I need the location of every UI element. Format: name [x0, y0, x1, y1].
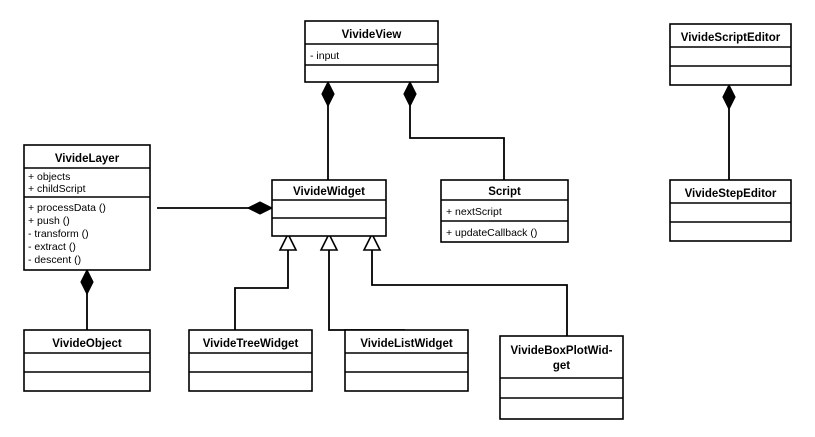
class-box-vividewidget[interactable]: VivideWidget — [271, 179, 387, 237]
class-box-outline — [188, 329, 313, 392]
class-box-outline — [271, 179, 387, 237]
class-box-vividelayer[interactable]: VivideLayer + objects + childScript + pr… — [23, 144, 151, 271]
relationship-view-to-widget — [321, 80, 335, 180]
relationship-listwidget-to-widget — [319, 232, 405, 334]
class-box-script[interactable]: Script + nextScript + updateCallback () — [440, 179, 569, 243]
class-name-label: Script — [488, 186, 521, 198]
relationship-scripteditor-to-stepeditor — [722, 83, 736, 180]
class-name-label: VivideListWidget — [360, 338, 453, 350]
class-box-vivideobject[interactable]: VivideObject — [23, 329, 151, 392]
class-box-vivideview[interactable]: VivideView - input — [304, 20, 439, 83]
class-name-label: VivideScriptEditor — [681, 32, 781, 44]
class-name-label: VivideView — [342, 29, 402, 41]
composition-diamond-icon — [321, 80, 335, 108]
class-box-outline — [344, 329, 469, 392]
connector-line — [371, 248, 568, 340]
class-method-label: - descent () — [28, 254, 81, 266]
relationship-widget-to-layer — [157, 201, 274, 215]
connector-line — [409, 82, 505, 180]
connector-line — [328, 248, 405, 334]
class-name-label: VivideObject — [52, 338, 122, 350]
class-name-label-line2: get — [553, 360, 570, 372]
composition-diamond-icon — [80, 268, 94, 296]
class-attribute-label: + nextScript — [446, 206, 502, 218]
generalization-triangle-icon — [319, 232, 339, 251]
composition-diamond-icon — [722, 83, 736, 111]
class-name-label-line1: VivideBoxPlotWid- — [511, 345, 613, 357]
relationship-boxplotwidget-to-widget — [362, 232, 568, 340]
class-box-outline — [304, 20, 439, 83]
class-box-vividetreewidget[interactable]: VivideTreeWidget — [188, 329, 313, 392]
generalization-triangle-icon — [362, 232, 382, 251]
composition-diamond-icon — [403, 80, 417, 108]
class-box-vivideboxplotwidget[interactable]: VivideBoxPlotWid- get — [499, 335, 624, 420]
class-attribute-label: + objects — [28, 171, 70, 183]
class-attribute-label: - input — [310, 50, 339, 62]
class-box-outline — [23, 329, 151, 392]
class-method-label: + processData () — [28, 202, 106, 214]
class-box-outline — [440, 179, 569, 243]
class-method-label: - transform () — [28, 228, 89, 240]
class-method-label: + push () — [28, 215, 70, 227]
generalization-triangle-icon — [278, 232, 298, 251]
class-name-label: VivideStepEditor — [685, 188, 777, 200]
class-name-label: VivideLayer — [55, 153, 120, 165]
connector-line — [234, 248, 289, 334]
relationship-layer-to-object — [80, 268, 94, 330]
composition-diamond-icon — [246, 201, 274, 215]
class-box-vividestepeditor[interactable]: VivideStepEditor — [669, 179, 792, 242]
class-box-videscripteditor[interactable]: VivideScriptEditor — [669, 23, 792, 86]
class-name-label: VivideWidget — [293, 186, 365, 198]
class-box-outline — [669, 23, 792, 86]
class-method-label: + updateCallback () — [446, 227, 537, 239]
class-method-label: - extract () — [28, 241, 76, 253]
class-name-label: VivideTreeWidget — [203, 338, 299, 350]
relationship-view-to-script — [403, 80, 505, 180]
class-box-outline — [669, 179, 792, 242]
class-box-vividelistwidget[interactable]: VivideListWidget — [344, 329, 469, 392]
relationship-treewidget-to-widget — [234, 232, 298, 334]
class-attribute-label: + childScript — [28, 183, 86, 195]
class-box-outline — [23, 144, 151, 271]
